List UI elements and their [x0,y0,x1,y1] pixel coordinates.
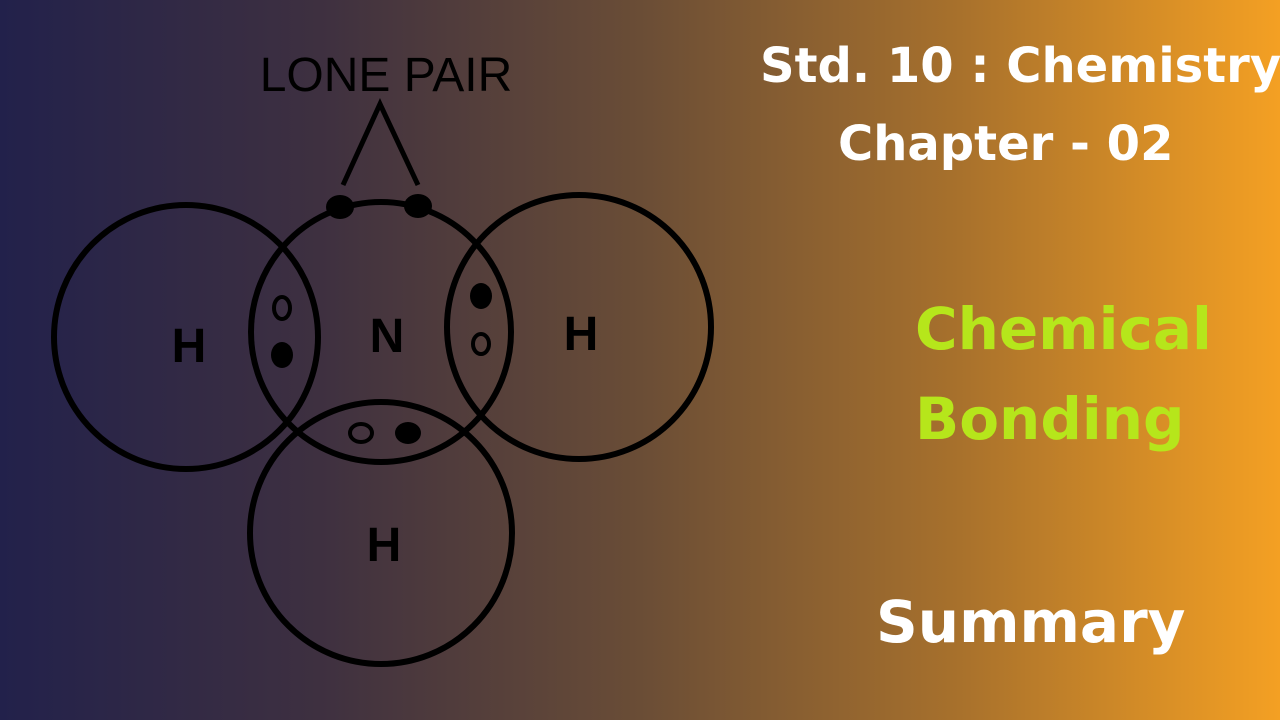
atom-label-center: N [370,310,405,363]
hydrogen-electron [348,422,374,444]
atom-label-right: H [564,308,599,361]
nitrogen-circle [248,199,514,465]
subject-title: Std. 10 : Chemistry [760,38,1280,94]
topic-title-line1: Chemical [915,295,1212,363]
lone-pair-pointer [340,98,421,187]
ammonia-lewis-diagram: H N H H LONE PAIR [51,49,714,667]
hydrogen-electron [272,295,292,321]
lone-pair-electron [326,195,354,219]
atom-label-bottom: H [367,519,402,572]
nitrogen-electron [271,342,293,368]
nitrogen-electron [470,283,492,309]
nitrogen-electron [395,422,421,444]
hydrogen-left-circle [51,202,321,472]
chapter-title: Chapter - 02 [838,116,1174,172]
hydrogen-electron [471,332,491,356]
lone-pair-electron [404,194,432,218]
summary-label: Summary [876,588,1186,656]
hydrogen-bottom-circle [247,399,515,667]
hydrogen-right-circle [444,192,714,462]
lone-pair-label: LONE PAIR [260,49,513,102]
topic-title-line2: Bonding [915,385,1185,453]
atom-label-left: H [172,320,207,373]
